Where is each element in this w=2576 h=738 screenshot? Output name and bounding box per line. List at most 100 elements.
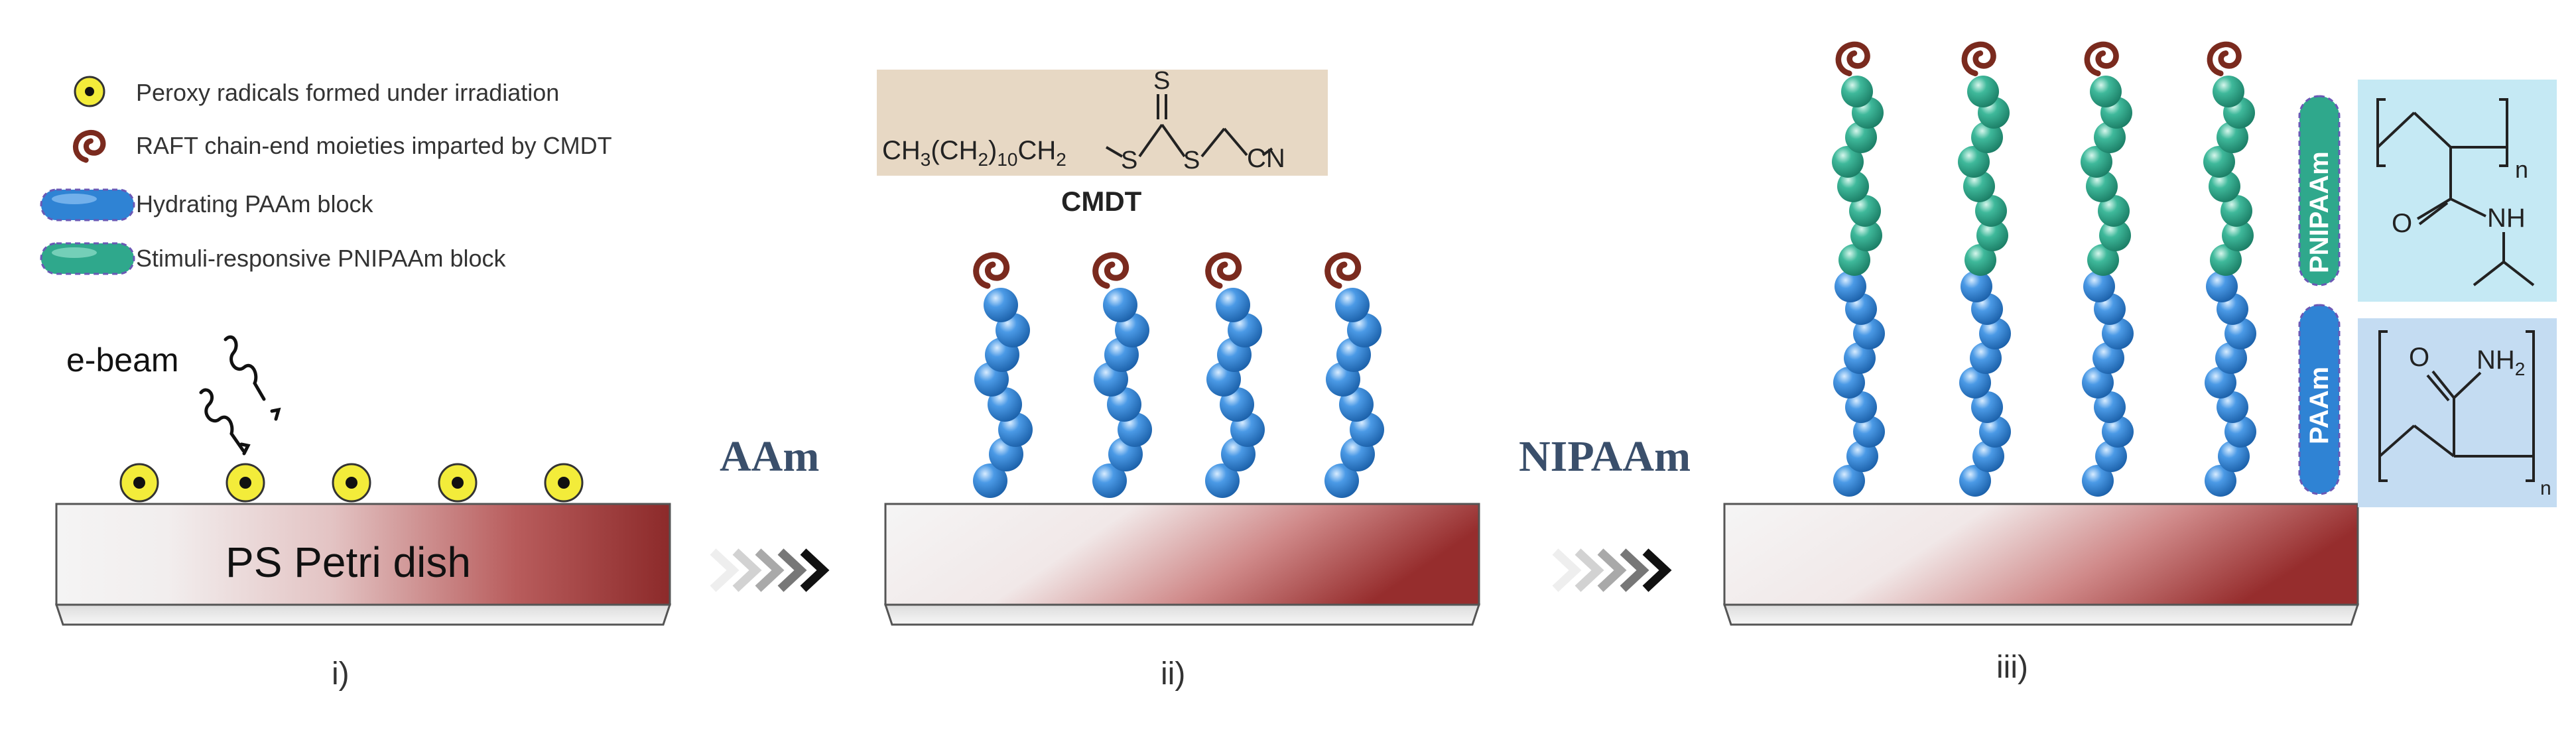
pnipaam-struct-o: O: [2392, 209, 2412, 238]
pnipaam-block-tag: PNIPAAm: [2298, 95, 2341, 286]
pnipaam-monomer-bead: [1967, 76, 1999, 107]
paam-monomer-bead: [1846, 440, 1878, 472]
paam-monomer-bead: [2215, 342, 2247, 374]
chevron-icon: [777, 548, 807, 592]
paam-monomer-bead: [1972, 440, 2004, 472]
legend-paam-label: Hydrating PAAm block: [136, 190, 373, 217]
caption-ii: ii): [1161, 656, 1185, 692]
reaction-arrow-icon-2: [1552, 548, 1672, 592]
pnipaam-monomer-bead: [2086, 170, 2118, 202]
legend-raft-label: RAFT chain-end moieties imparted by CMDT: [136, 132, 612, 159]
panel-iii: PNIPAAm PAAm n O: [1722, 41, 2557, 685]
paam-brushes: [973, 252, 1384, 498]
pnipaam-monomer-bead: [1838, 244, 1870, 276]
paam-monomer-bead: [1205, 463, 1240, 498]
pnipaam-monomer-bead: [2209, 170, 2240, 202]
paam-monomer-bead: [1853, 416, 1885, 448]
peroxy-radical-icon: [544, 463, 584, 503]
pnipaam-monomer-bead: [1971, 121, 2003, 153]
paam-monomer-bead: [1103, 288, 1137, 322]
paam-monomer-bead: [1833, 465, 1865, 497]
reagent-nipaam: NIPAAm: [1519, 432, 1691, 481]
cmdt-structure-box: [877, 70, 1328, 176]
pnipaam-block-legend-icon: [40, 242, 135, 275]
caption-i: i): [332, 656, 350, 692]
panel-ii: CH3(CH2)10CH2 S S S CN CMDT ii): [877, 67, 1481, 692]
chevron-icon: [710, 548, 740, 592]
paam-monomer-bead: [1845, 391, 1877, 423]
chevron-icon: [1552, 548, 1582, 592]
paam-pnipaam-block-brushes: [1832, 41, 2256, 497]
cmdt-name: CMDT: [1061, 186, 1142, 217]
paam-block-legend-icon: [40, 188, 135, 221]
paam-struct-o: O: [2409, 343, 2429, 372]
dish-label: PS Petri dish: [225, 538, 471, 586]
reaction-arrow-icon-1: [710, 548, 830, 592]
paam-monomer-bead: [2205, 465, 2236, 497]
chevron-icon: [800, 548, 830, 592]
ebeam-label: e-beam: [66, 341, 179, 379]
paam-monomer-bead: [2083, 271, 2115, 302]
peroxy-radical-icon: [332, 463, 371, 503]
pnipaam-monomer-bead: [2217, 121, 2248, 153]
pnipaam-monomer-bead: [2099, 219, 2131, 251]
cmdt-sulfur-right: S: [1183, 147, 1200, 174]
peroxy-radical-legend-icon: [74, 76, 105, 107]
paam-monomer-bead: [1324, 463, 1359, 498]
pnipaam-struct-n: n: [2515, 156, 2528, 183]
paam-monomer-bead: [2094, 391, 2126, 423]
paam-repeat-unit-structure: O NH2 n: [2358, 318, 2557, 507]
paam-monomer-bead: [1970, 342, 2002, 374]
pnipaam-monomer-bead: [2213, 76, 2244, 107]
chevron-icon: [732, 548, 762, 592]
pnipaam-monomer-bead: [2203, 146, 2235, 178]
paam-monomer-bead: [2102, 416, 2134, 448]
pnipaam-monomer-bead: [1963, 170, 1995, 202]
paam-monomer-bead: [1959, 367, 1991, 399]
paam-monomer-bead: [1961, 271, 1992, 302]
pnipaam-tag-label: PNIPAAm: [2305, 151, 2334, 273]
reagent-aam: AAm: [720, 432, 819, 481]
paam-monomer-bead: [1335, 288, 1370, 322]
paam-monomer-bead: [1971, 391, 2003, 423]
raft-end-group-icon: [1961, 41, 1996, 76]
legend-peroxy-label: Peroxy radicals formed under irradiation: [136, 79, 559, 106]
pnipaam-monomer-bead: [2098, 195, 2130, 227]
paam-monomer-bead: [1092, 463, 1127, 498]
raft-end-group-icon: [2207, 41, 2242, 76]
pnipaam-monomer-bead: [2094, 121, 2126, 153]
paam-struct-nh2: NH2: [2477, 345, 2525, 379]
legend: Peroxy radicals formed under irradiation…: [40, 76, 612, 275]
paam-monomer-bead: [2205, 367, 2236, 399]
raft-end-group-icon: [1205, 252, 1242, 289]
pnipaam-monomer-bead: [1976, 219, 2008, 251]
chevron-icon: [1620, 548, 1649, 592]
paam-monomer-bead: [2217, 391, 2248, 423]
pnipaam-monomer-bead: [2090, 76, 2122, 107]
pnipaam-monomer-bead: [1845, 121, 1877, 153]
peroxy-radical-icon: [225, 463, 265, 503]
paam-monomer-bead: [2102, 318, 2134, 349]
raft-moiety-legend-icon: [73, 129, 106, 163]
paam-monomer-bead: [2224, 416, 2256, 448]
pnipaam-monomer-bead: [1832, 146, 1864, 178]
paam-monomer-bead: [973, 463, 1007, 498]
pnipaam-monomer-bead: [1841, 76, 1873, 107]
cmdt-formula: CH3(CH2)10CH2: [882, 136, 1066, 170]
paam-monomer-bead: [1853, 318, 1885, 349]
paam-monomer-bead: [2082, 367, 2114, 399]
raft-end-group-icon: [2084, 41, 2119, 76]
pnipaam-monomer-bead: [1837, 170, 1869, 202]
ps-petri-dish-ii: [883, 503, 1481, 626]
pnipaam-monomer-bead: [1849, 195, 1881, 227]
paam-monomer-bead: [2206, 271, 2238, 302]
caption-iii: iii): [1996, 650, 2028, 685]
pnipaam-monomer-bead: [2210, 244, 2242, 276]
chevron-icon: [755, 548, 785, 592]
paam-monomer-bead: [2095, 440, 2127, 472]
peroxy-radicals: [119, 463, 584, 503]
pnipaam-monomer-bead: [1975, 195, 2007, 227]
paam-monomer-bead: [1844, 342, 1876, 374]
paam-monomer-bead: [2218, 440, 2250, 472]
